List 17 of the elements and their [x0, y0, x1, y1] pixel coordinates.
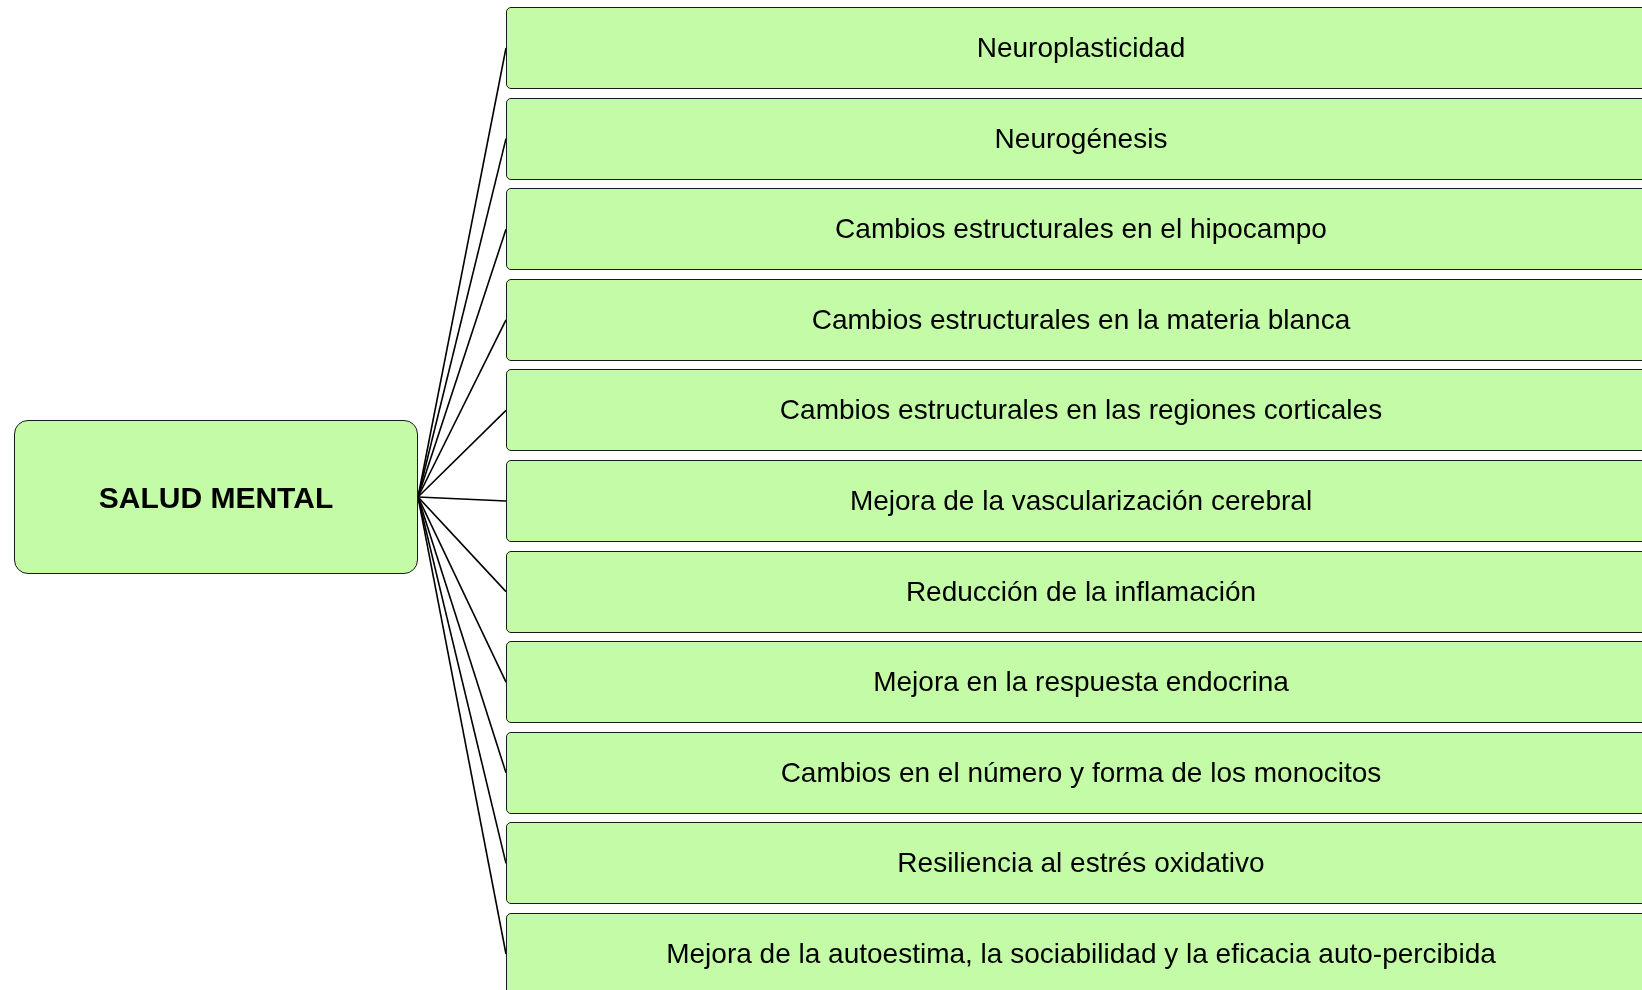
topic-box: Neurogénesis: [506, 97, 1642, 180]
connector-line: [417, 409, 507, 498]
topic-box: Cambios estructurales en las regiones corticales: [506, 369, 1642, 452]
topic-box: Reducción de la inflamación: [506, 550, 1642, 633]
connector-line: [417, 496, 507, 502]
connector-line: [417, 496, 507, 593]
root-box: SALUD MENTAL: [14, 420, 418, 574]
connector-line: [417, 496, 507, 683]
topic-box: Cambios en el número y forma de los monocitos: [506, 731, 1642, 814]
topic-box: Cambios estructurales en la materia blanca: [506, 278, 1642, 361]
connector-line: [417, 319, 507, 498]
topic-box: Mejora de la autoestima, la sociabilidad y la eficacia auto-percibida: [506, 913, 1642, 990]
topic-box: Resiliencia al estrés oxidativo: [506, 822, 1642, 905]
topic-box: Mejora en la respuesta endocrina: [506, 641, 1642, 724]
topic-box: Mejora de la vascularización cerebral: [506, 460, 1642, 542]
topic-box: Cambios estructurales en el hipocampo: [506, 188, 1642, 271]
topic-box: Neuroplasticidad: [506, 7, 1642, 89]
